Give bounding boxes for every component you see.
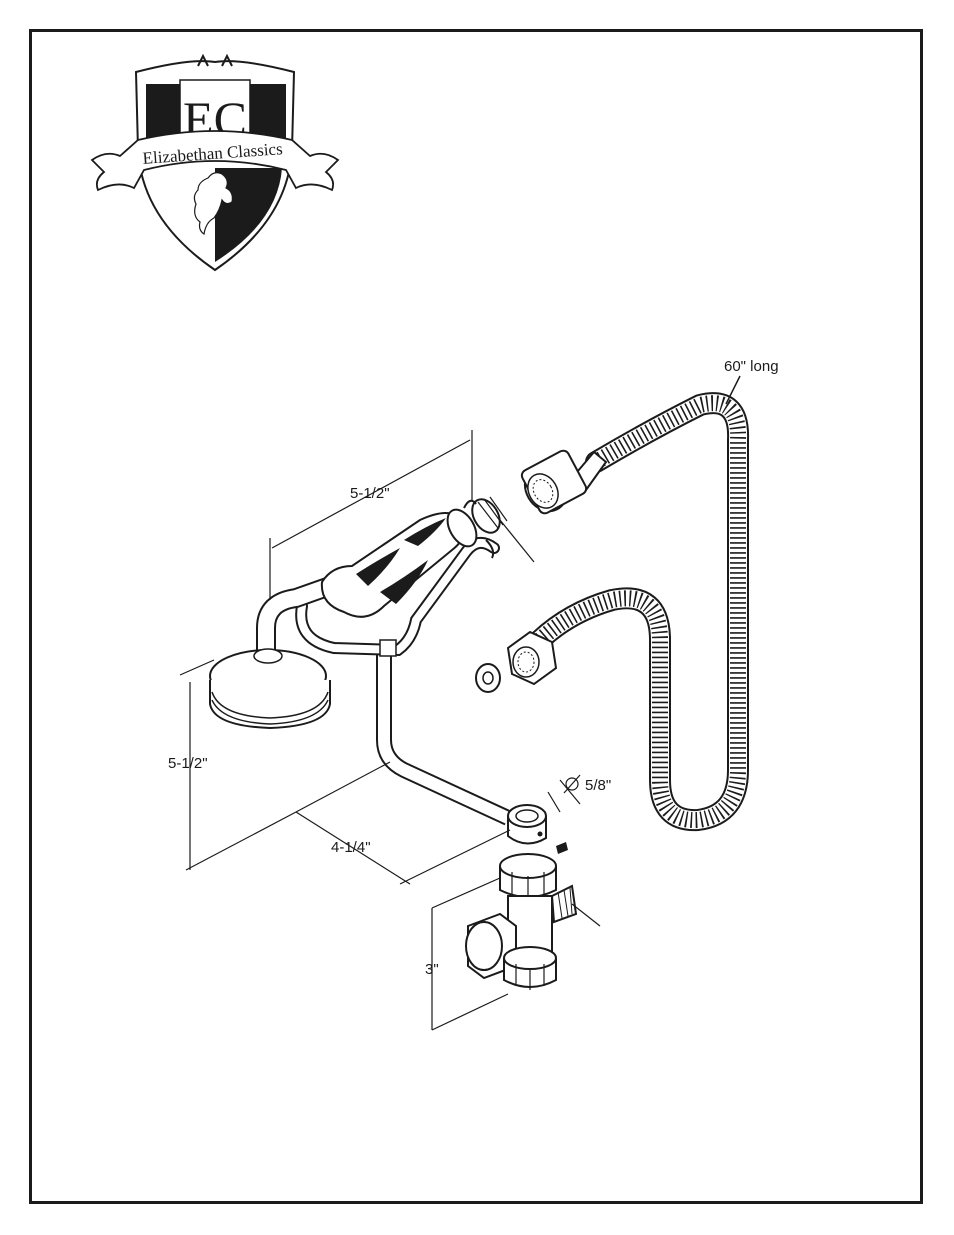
page-border [29, 29, 923, 1204]
handle-thread [471, 498, 501, 534]
pipe-ring [507, 804, 568, 854]
set-screw [556, 842, 568, 854]
valve-height-label: 3" [425, 961, 439, 978]
shower-head [209, 680, 331, 730]
hand-shower [209, 496, 512, 826]
hose-length-label: 60" long [724, 358, 779, 375]
lion-icon [193, 172, 233, 236]
cradle-height-label: 5-1/2" [168, 755, 208, 772]
diverter-valve [465, 853, 578, 990]
dimension-lines [179, 430, 601, 1031]
logo-ribbon [90, 130, 340, 192]
diameter-icon [563, 774, 581, 794]
elizabethan-classics-logo: EC Elizabethan Classics [90, 53, 340, 272]
pipe-diameter-label: 5/8" [585, 777, 611, 794]
shower-hose [475, 392, 750, 832]
handle-width-label: 5-1/2" [350, 485, 390, 502]
logo-crown [197, 53, 233, 67]
cradle-depth-label: 4-1/4" [331, 839, 371, 856]
